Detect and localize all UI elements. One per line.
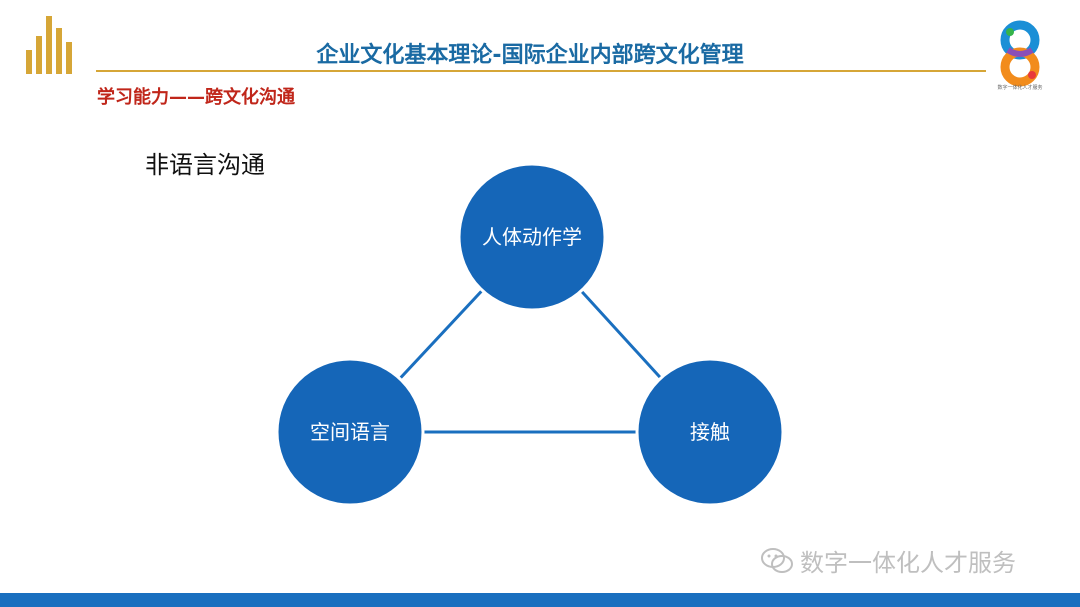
page-title: 企业文化基本理论-国际企业内部跨文化管理 bbox=[0, 37, 1060, 69]
wechat-icon bbox=[761, 547, 793, 573]
page-title-main: 企业文化基本理论- bbox=[316, 43, 502, 68]
corner-logo-caption: 数字一体化人才服务 bbox=[997, 85, 1043, 91]
watermark: 数字一体化人才服务 bbox=[760, 543, 1016, 578]
diagram-node-touch: 接触 bbox=[635, 357, 785, 507]
title-divider bbox=[96, 70, 986, 72]
infinity-8-logo-icon bbox=[1000, 20, 1040, 87]
diagram-node-kinesics: 人体动作学 bbox=[457, 162, 607, 312]
diagram-node-label: 空间语言 bbox=[310, 420, 390, 444]
watermark-text: 数字一体化人才服务 bbox=[800, 549, 1016, 577]
footer-bar bbox=[0, 593, 1080, 607]
section-subtitle: 学习能力——跨文化沟通 bbox=[97, 87, 295, 108]
diagram-node-proxemics: 空间语言 bbox=[275, 357, 425, 507]
page-title-sub: 国际企业内部跨文化管理 bbox=[501, 43, 744, 68]
diagram-node-label: 接触 bbox=[690, 420, 730, 444]
content-heading: 非语言沟通 bbox=[145, 151, 265, 179]
diagram-node-label: 人体动作学 bbox=[482, 225, 582, 249]
bar-chart-logo-icon bbox=[26, 16, 72, 74]
